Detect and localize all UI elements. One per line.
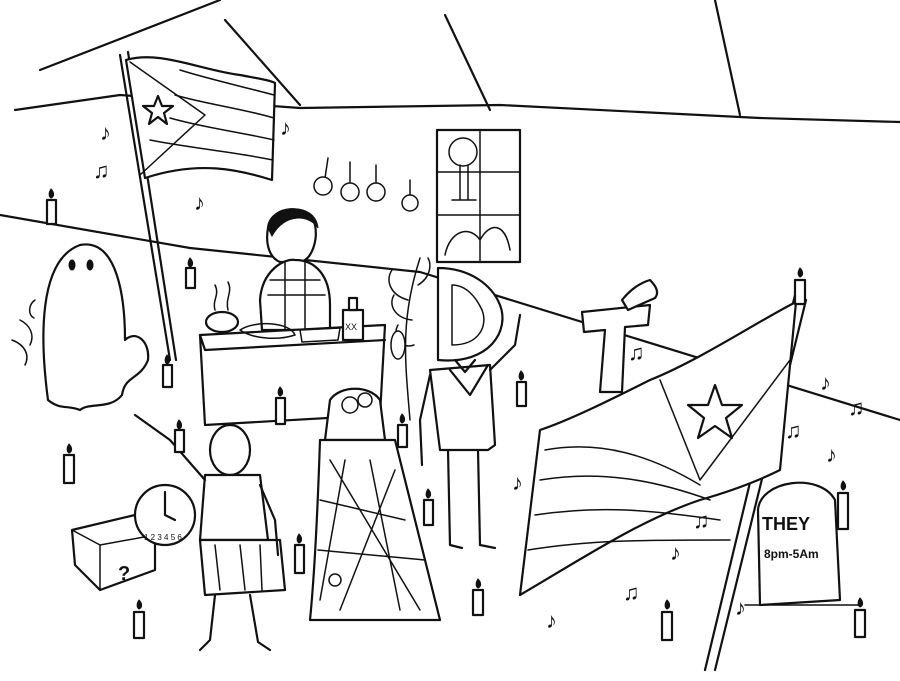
music-note-icon: ♫ [848,395,865,420]
roman-figure [133,413,287,652]
letter-t: T [0,0,659,394]
clock-numerals: 1 2 3 4 5 6 [144,533,182,542]
hanging-ornaments [313,157,419,212]
candle-icon [274,386,287,426]
music-note-icon: ♫ [693,508,710,533]
cube-mark: ? [118,563,130,585]
candle-icon [471,578,485,617]
candle-icon [161,354,174,389]
candle-icon [515,370,528,408]
bride-figure [308,387,442,622]
music-note-icon: ♪ [735,595,746,620]
music-note-icon: ♪ [546,608,557,633]
music-note-icon: ♪ [670,540,681,565]
music-note-icon: ♫ [623,580,640,605]
candle-icon [793,267,807,306]
music-note-icon: ♪ [512,470,523,495]
cook-woman [258,208,332,332]
candle-icon [45,188,58,226]
ghost [11,243,150,412]
candle-icon [173,419,186,454]
candle-icon [132,599,146,640]
tombstone: THEY 8pm-5Am [744,481,861,607]
candle-icon [660,599,674,642]
t-letter: T [0,0,1,1]
star-icon [141,94,175,126]
music-note-icon: ♪ [280,115,291,140]
bottle-label: XX [345,322,357,332]
letter-d-person: D [418,261,522,550]
candle-icon [293,533,306,575]
music-note-icon: ♪ [826,442,837,467]
candle-icon [422,488,435,527]
plant [388,257,431,421]
left-flag [118,50,277,362]
music-note-icon: ♪ [194,190,205,215]
music-note-icon: ♪ [100,120,111,145]
candle-icon [396,413,409,449]
clock: 1 2 3 4 5 6 [133,483,197,547]
music-note-icon: ♫ [628,340,645,365]
candle-icon [836,480,850,531]
music-note-icon: ♫ [93,158,110,183]
d-letter: D [493,261,494,263]
candle-icon [62,443,76,485]
music-note-icon: ♫ [785,418,802,443]
candle-icon [184,257,197,290]
star-icon [686,383,744,440]
window [435,128,522,264]
tombstone-hours: 8pm-5Am [764,547,819,561]
candles [45,188,867,642]
tombstone-title: THEY [762,514,810,534]
music-notes: ♪ ♫ ♪ ♪ ♫ ♪ ♫ ♫ ♪ ♪ ♫ ♪ ♫ ♪ ♪ [93,115,865,633]
right-flag [518,293,808,672]
music-note-icon: ♪ [820,370,831,395]
candle-icon [853,597,867,639]
